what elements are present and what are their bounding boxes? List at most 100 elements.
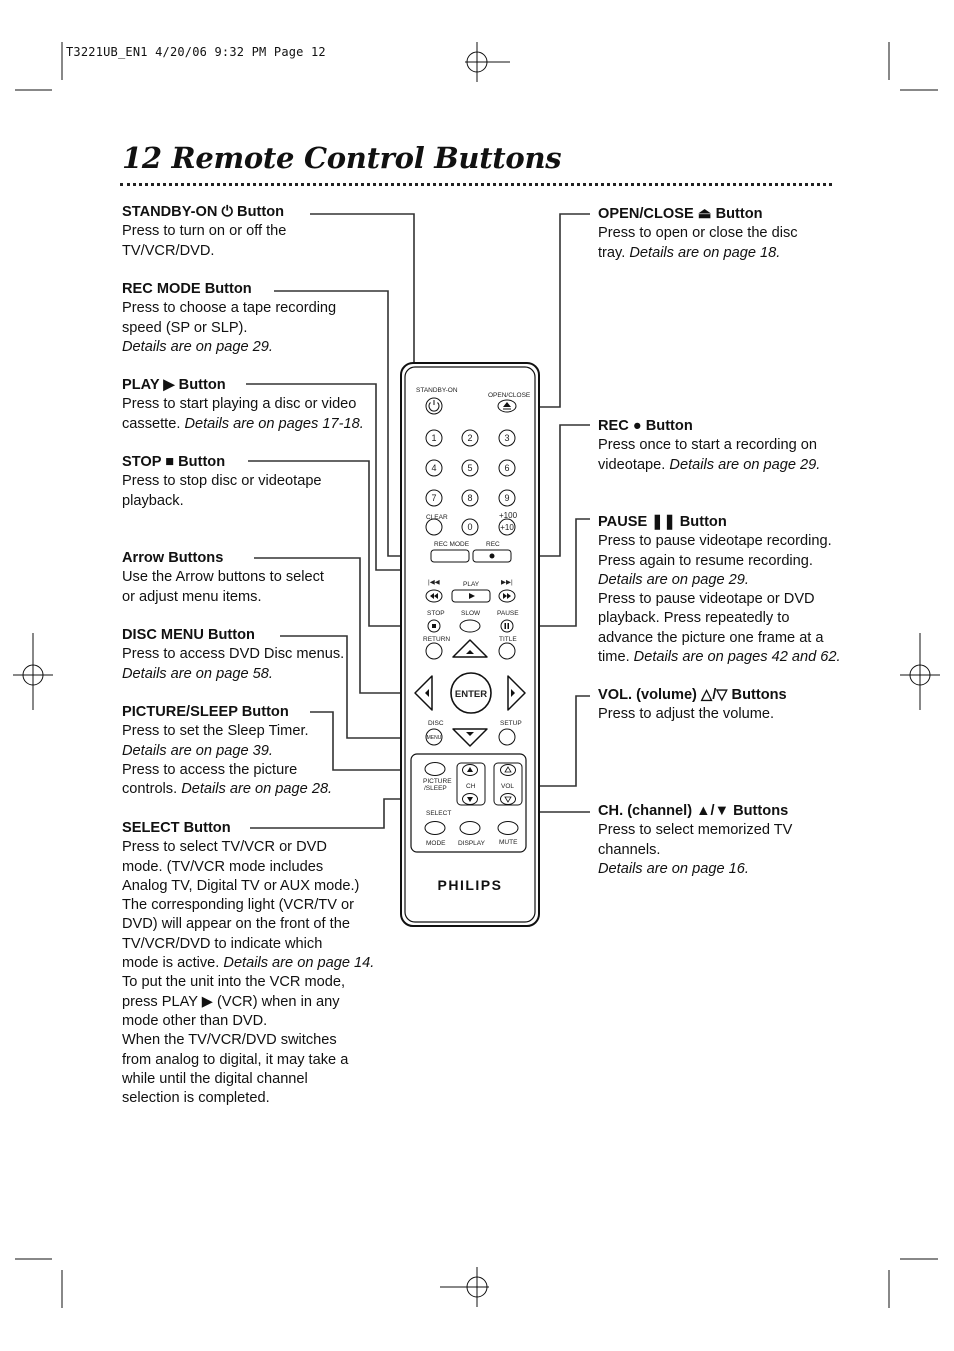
print-slug: T3221UB_EN1 4/20/06 9:32 PM Page 12 (66, 45, 326, 59)
num-label: 0 (467, 522, 472, 532)
line: playback. Press repeatedly to (598, 610, 790, 627)
stop-desc: STOP ■ Button Press to stop disc or vide… (122, 453, 322, 511)
num-button-2[interactable]: 2 (461, 429, 479, 447)
clear-button[interactable] (425, 518, 443, 536)
left-arrow-button[interactable] (414, 675, 433, 711)
openclose-label: OPEN/CLOSE (488, 392, 531, 399)
num-button-0[interactable]: 0 (461, 518, 479, 536)
picture-sleep-button[interactable] (424, 762, 446, 776)
mute-label: MUTE (499, 839, 518, 846)
remote-inner (404, 366, 536, 923)
disc-menu-button[interactable]: MENU (425, 728, 443, 746)
ch-up-button[interactable] (462, 764, 478, 776)
line: The corresponding light (VCR/TV or (122, 897, 354, 914)
line: Press to adjust the volume. (598, 706, 775, 723)
picture-desc: PICTURE/SLEEP Button Press to set the Sl… (122, 703, 332, 799)
standby-button[interactable] (425, 397, 443, 415)
line: Press to stop disc or videotape (122, 473, 322, 490)
openclose-button[interactable] (497, 399, 517, 413)
vol-down-button[interactable] (500, 793, 516, 805)
select-button[interactable] (424, 821, 446, 835)
display-label: DISPLAY (458, 840, 486, 847)
plus100-label: +100 (499, 511, 518, 520)
enter-button[interactable]: ENTER (450, 672, 492, 714)
standby-heading: STANDBY-ON ⏻ Button (122, 204, 285, 220)
pause-button[interactable] (500, 619, 514, 633)
play-label: PLAY (463, 581, 480, 588)
text: videotape. (598, 456, 666, 473)
vol-desc: VOL. (volume) △/▽ Buttons Press to adjus… (598, 686, 787, 725)
line: time. Details are on pages 42 and 62. (598, 648, 841, 667)
num-label: 3 (504, 433, 509, 443)
down-arrow-icon (466, 732, 474, 736)
vol-up-button[interactable] (500, 764, 516, 776)
arrow-heading: Arrow Buttons (122, 550, 224, 566)
ch-label: CH (466, 783, 476, 790)
text: time. (598, 649, 630, 666)
recmode-button[interactable] (430, 549, 470, 563)
line: playback. (122, 492, 184, 509)
stop-button[interactable] (427, 619, 441, 633)
num-button-6[interactable]: 6 (498, 459, 516, 477)
play-desc: PLAY ▶ Button Press to start playing a d… (122, 376, 364, 434)
num-label: 7 (431, 493, 436, 503)
num-button-4[interactable]: 4 (425, 459, 443, 477)
setup-button[interactable] (498, 728, 516, 746)
registration-mark (440, 1267, 489, 1307)
title-button[interactable] (498, 642, 516, 660)
line: Press to access DVD Disc menus. (122, 646, 345, 663)
ch-down-button[interactable] (462, 793, 478, 805)
details: Details are on page 58. (122, 665, 273, 682)
num-button-8[interactable]: 8 (461, 489, 479, 507)
down-arrow-button[interactable] (452, 728, 488, 747)
num-button-7[interactable]: 7 (425, 489, 443, 507)
line: Press to pause videotape recording. (598, 533, 832, 550)
num-button-9[interactable]: 9 (498, 489, 516, 507)
num-label: 4 (431, 463, 436, 473)
line: while until the digital channel (122, 1070, 308, 1087)
line: Press to access the picture (122, 761, 298, 778)
leader-line (510, 518, 590, 627)
return-button[interactable] (425, 642, 443, 660)
recmode-desc: REC MODE Button Press to choose a tape r… (122, 280, 336, 357)
menu-label: MENU (427, 735, 442, 741)
leader-line (248, 460, 430, 627)
num-button-5[interactable]: 5 (461, 459, 479, 477)
leader-line (254, 557, 413, 694)
display-button[interactable] (459, 821, 481, 835)
select-heading: SELECT Button (122, 820, 231, 836)
line: Press once to start a recording on (598, 437, 818, 454)
return-label: RETURN (423, 636, 450, 643)
setup-label: SETUP (500, 720, 522, 727)
num-button-1[interactable]: 1 (425, 429, 443, 447)
details: Details are on page 29. (598, 571, 749, 588)
rewind-button[interactable] (425, 589, 443, 603)
slow-button[interactable] (459, 619, 481, 633)
play-heading: PLAY ▶ Button (122, 377, 226, 393)
up-arrow-button[interactable] (452, 639, 488, 658)
vol-label: VOL (501, 783, 514, 790)
ffwd-button[interactable] (498, 589, 516, 603)
line: from analog to digital, it may take a (122, 1051, 349, 1068)
details: Details are on page 39. (122, 742, 273, 759)
right-arrow-button[interactable] (507, 675, 526, 711)
line: mode. (TV/VCR mode includes (122, 858, 324, 875)
play-button[interactable] (451, 589, 491, 603)
mute-button[interactable] (497, 821, 519, 835)
dotted-rule (120, 183, 832, 186)
details: Details are on page 29. (665, 456, 821, 473)
details: Details are on pages 17-18. (180, 415, 364, 432)
line: Press to set the Sleep Timer. (122, 723, 309, 740)
num-button-3[interactable]: 3 (498, 429, 516, 447)
line: Press to turn on or off the (122, 223, 287, 240)
num-label: 1 (431, 433, 436, 443)
line: TV/VCR/DVD. (122, 242, 215, 259)
plus10-button[interactable]: +10 (498, 518, 516, 536)
rec-button[interactable] (472, 549, 512, 563)
line: mode other than DVD. (122, 1012, 268, 1029)
leader-line (250, 798, 416, 829)
picture-heading: PICTURE/SLEEP Button (122, 704, 289, 720)
text: mode is active. (122, 955, 220, 972)
pause-label: PAUSE (497, 610, 519, 617)
